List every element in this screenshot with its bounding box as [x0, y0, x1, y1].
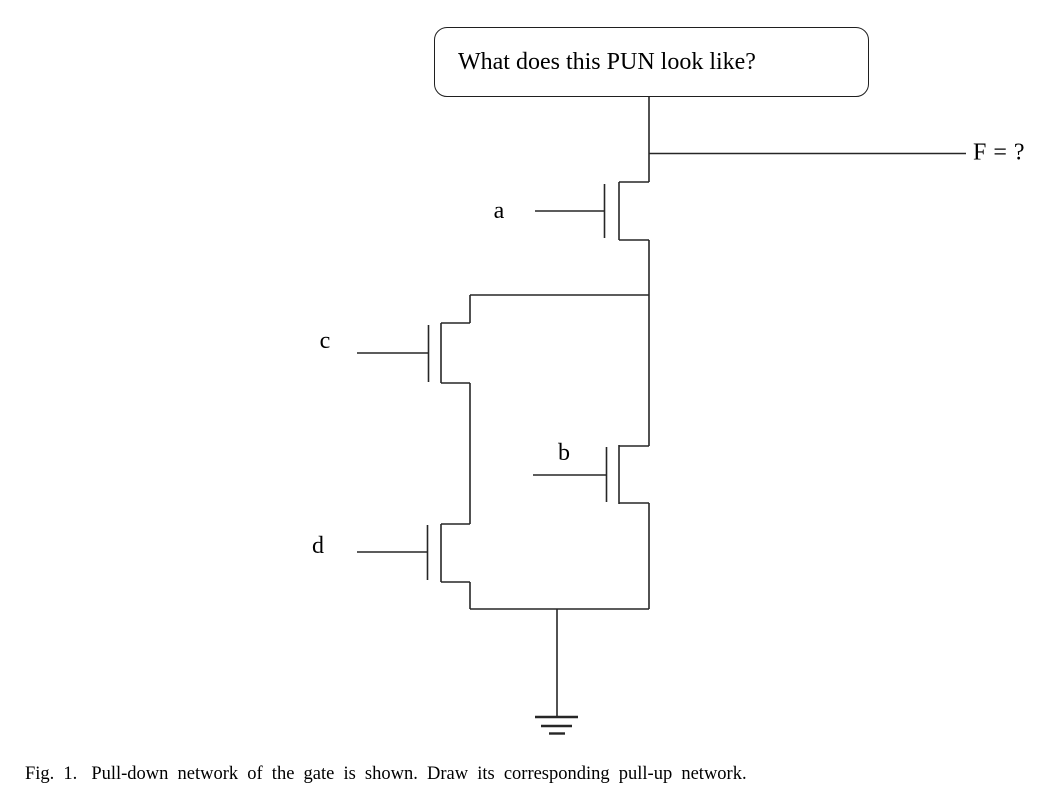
transistor-d-label: d [312, 533, 324, 559]
output-label: F = ? [973, 139, 1026, 166]
question-text: What does this PUN look like? [458, 48, 756, 75]
question-box: What does this PUN look like? [434, 27, 869, 97]
transistor-c-label: c [319, 328, 331, 354]
caption-text: Pull-down network of the gate is shown. … [91, 764, 747, 784]
transistor-a-label: a [493, 198, 505, 224]
caption-prefix: Fig. 1. [25, 764, 78, 784]
transistor-b-label: b [558, 440, 570, 466]
figure-caption: Fig. 1. Pull-down network of the gate is … [25, 764, 747, 785]
